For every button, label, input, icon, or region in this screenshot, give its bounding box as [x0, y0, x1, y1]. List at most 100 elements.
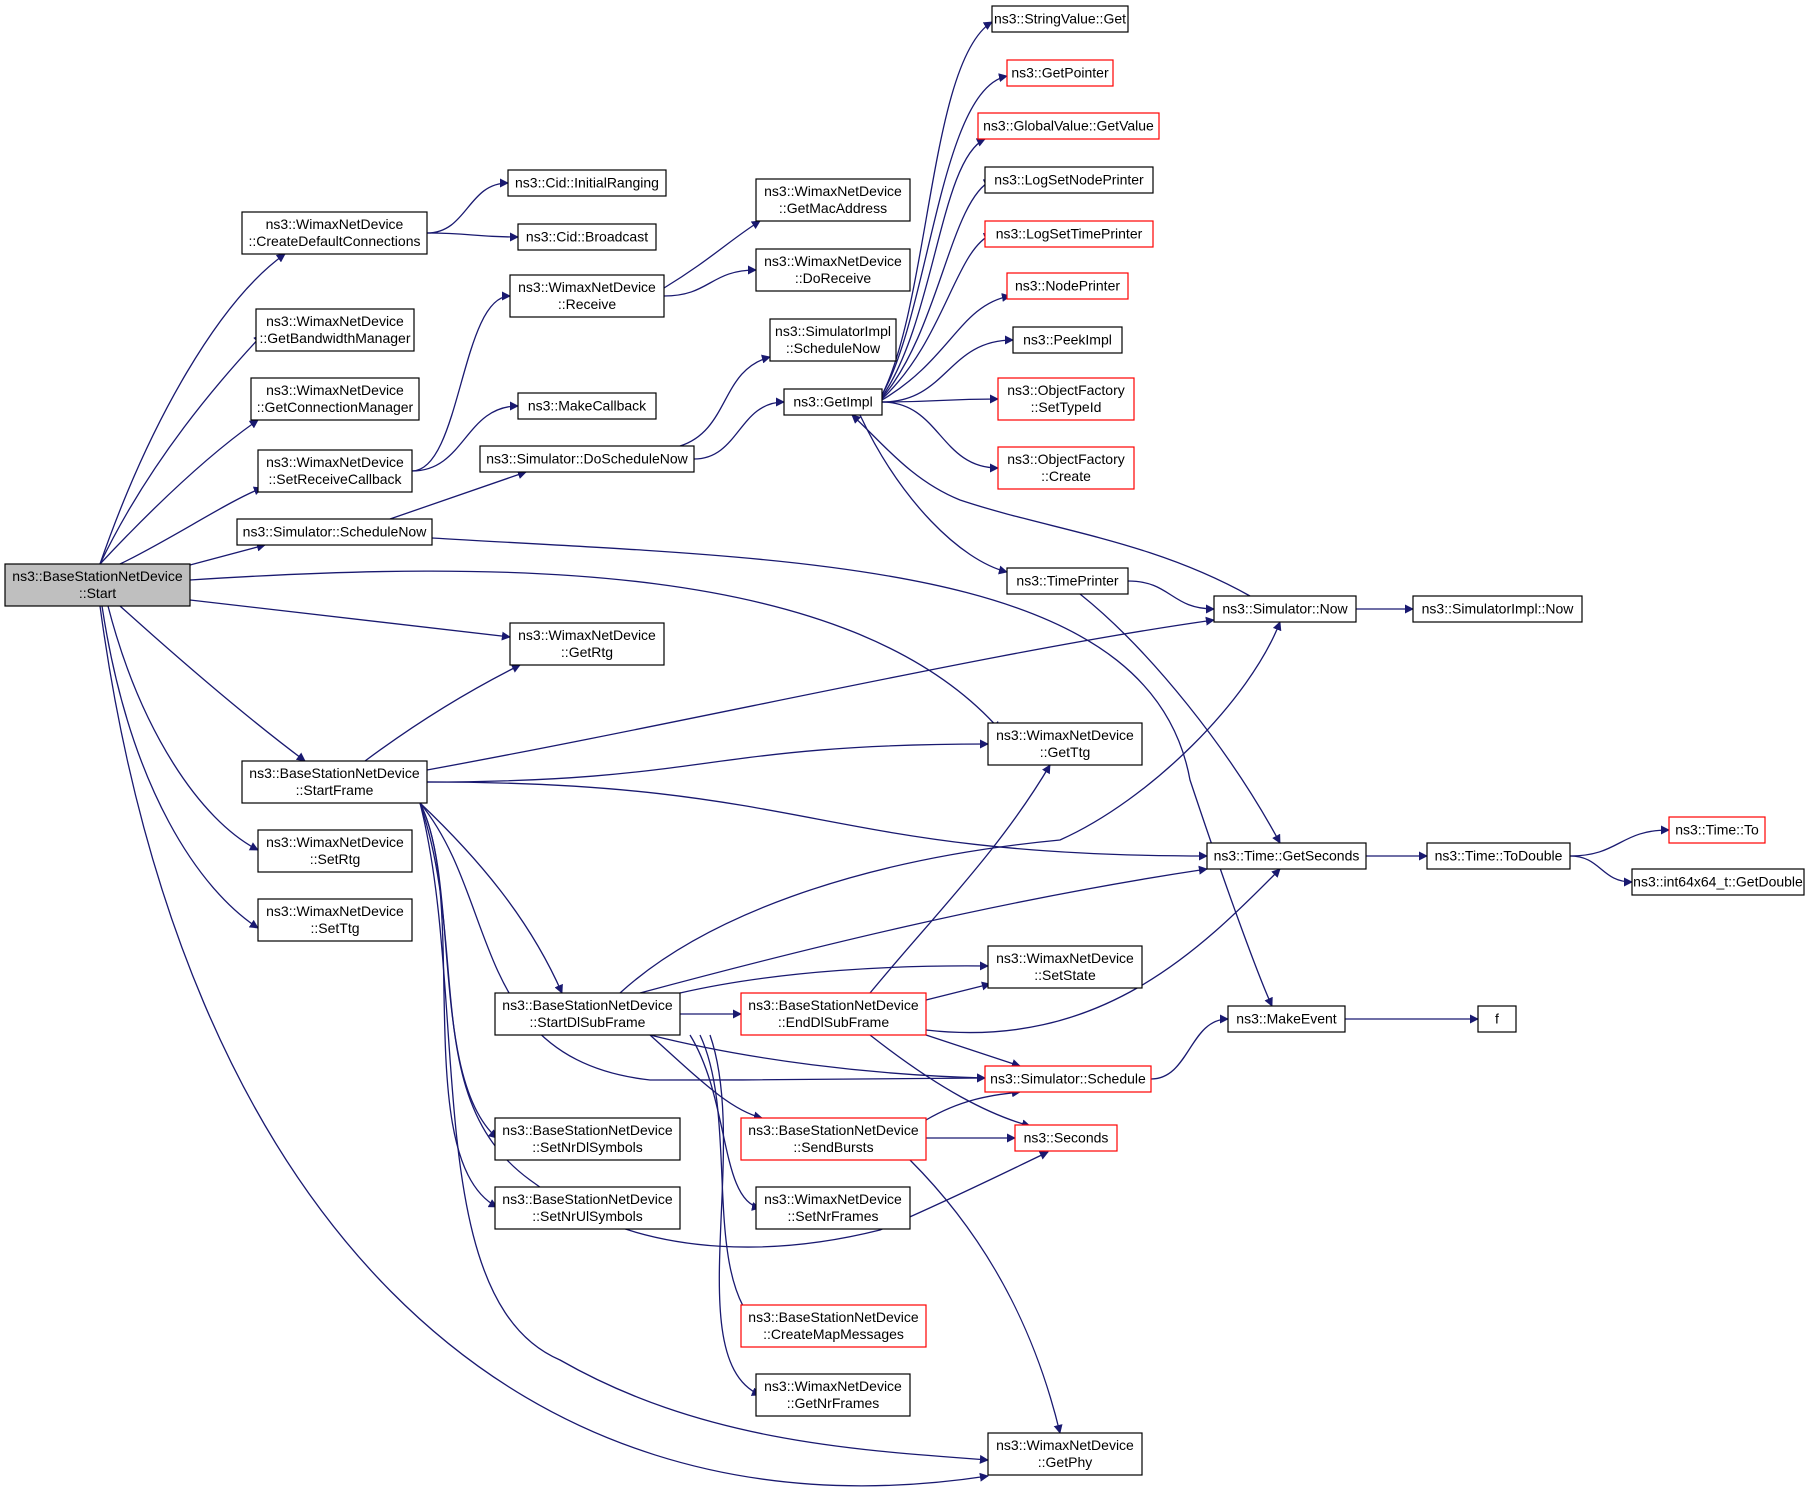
- node-label: ::SetState: [1034, 967, 1096, 983]
- node-label: ::GetMacAddress: [779, 200, 887, 216]
- node-label: ns3::WimaxNetDevice: [764, 1191, 902, 1207]
- node-getTtg[interactable]: ns3::WimaxNetDevice::GetTtg: [987, 722, 1143, 766]
- node-simNow[interactable]: ns3::Simulator::Now: [1213, 595, 1357, 623]
- node-globalValueGetValue[interactable]: ns3::GlobalValue::GetValue: [977, 112, 1160, 140]
- node-label: ns3::Seconds: [1024, 1130, 1109, 1146]
- node-simImplNow[interactable]: ns3::SimulatorImpl::Now: [1412, 595, 1583, 623]
- node-label: ns3::Simulator::Schedule: [990, 1071, 1146, 1087]
- edge-endDlSubFrame-to-setState: [925, 981, 991, 1001]
- node-label: ::GetBandwidthManager: [260, 330, 411, 346]
- node-label: ns3::WimaxNetDevice: [764, 253, 902, 269]
- node-makeEvent[interactable]: ns3::MakeEvent: [1227, 1005, 1346, 1033]
- node-label: ns3::int64x64_t::GetDouble: [1633, 874, 1803, 890]
- edge-start-to-setTtg: [101, 605, 259, 929]
- edge-start-to-getBandwidthManager: [99, 334, 263, 565]
- node-label: ns3::BaseStationNetDevice: [748, 997, 919, 1013]
- node-label: ns3::WimaxNetDevice: [266, 216, 404, 232]
- node-setTtg[interactable]: ns3::WimaxNetDevice::SetTtg: [257, 898, 413, 942]
- node-label: ns3::Simulator::DoScheduleNow: [486, 451, 688, 467]
- edge-endDlSubFrame-to-seconds: [869, 1034, 1031, 1129]
- node-getBandwidthManager[interactable]: ns3::WimaxNetDevice::GetBandwidthManager: [255, 308, 415, 352]
- node-setNrFrames[interactable]: ns3::WimaxNetDevice::SetNrFrames: [755, 1186, 911, 1230]
- node-simSchedule[interactable]: ns3::Simulator::Schedule: [984, 1065, 1152, 1093]
- node-getPhy[interactable]: ns3::WimaxNetDevice::GetPhy: [987, 1432, 1143, 1476]
- node-label: ::GetTtg: [1040, 744, 1091, 760]
- node-label: ns3::WimaxNetDevice: [266, 454, 404, 470]
- node-getImpl[interactable]: ns3::GetImpl: [783, 388, 883, 416]
- nodes-layer: ns3::BaseStationNetDevice::Startns3::Wim…: [4, 5, 1805, 1476]
- node-start[interactable]: ns3::BaseStationNetDevice::Start: [4, 563, 191, 607]
- node-logSetTimePrinter[interactable]: ns3::LogSetTimePrinter: [984, 220, 1154, 248]
- node-label: ns3::Simulator::Now: [1222, 601, 1348, 617]
- node-stringValueGet[interactable]: ns3::StringValue::Get: [991, 5, 1129, 33]
- edge-startFrame-to-getTtg: [426, 739, 989, 783]
- node-label: ns3::Time::ToDouble: [1435, 848, 1563, 864]
- node-setNrUlSymbols[interactable]: ns3::BaseStationNetDevice::SetNrUlSymbol…: [494, 1186, 681, 1230]
- edge-start-to-createDefaultConnections: [99, 253, 286, 565]
- edge-start-to-setRtg: [107, 605, 259, 851]
- node-simScheduleNow[interactable]: ns3::Simulator::ScheduleNow: [236, 518, 433, 546]
- node-box: [509, 274, 665, 318]
- node-logSetNodePrinter[interactable]: ns3::LogSetNodePrinter: [984, 166, 1154, 194]
- node-box: [755, 178, 911, 222]
- node-cidInitialRanging[interactable]: ns3::Cid::InitialRanging: [507, 169, 667, 197]
- node-timeGetSeconds[interactable]: ns3::Time::GetSeconds: [1206, 842, 1367, 870]
- node-label: ns3::ObjectFactory: [1007, 382, 1125, 398]
- node-sendBursts[interactable]: ns3::BaseStationNetDevice::SendBursts: [740, 1117, 927, 1161]
- node-objFactoryCreate[interactable]: ns3::ObjectFactory::Create: [997, 446, 1135, 490]
- edge-simSchedule-to-makeEvent: [1150, 1014, 1229, 1080]
- edge-createDefaultConnections-to-cidInitialRanging: [426, 178, 509, 234]
- node-int64GetDouble[interactable]: ns3::int64x64_t::GetDouble: [1631, 868, 1805, 896]
- node-label: ::CreateDefaultConnections: [249, 233, 421, 249]
- node-label: ::ScheduleNow: [786, 340, 881, 356]
- edge-timePrinter-to-simNow: [1127, 580, 1215, 614]
- node-getRtg[interactable]: ns3::WimaxNetDevice::GetRtg: [509, 622, 665, 666]
- node-label: ns3::PeekImpl: [1023, 332, 1112, 348]
- node-createMapMessages[interactable]: ns3::BaseStationNetDevice::CreateMapMess…: [740, 1304, 927, 1348]
- node-startFrame[interactable]: ns3::BaseStationNetDevice::StartFrame: [241, 760, 428, 804]
- node-box: [755, 248, 911, 292]
- node-createDefaultConnections[interactable]: ns3::WimaxNetDevice::CreateDefaultConnec…: [241, 211, 428, 255]
- node-label: ns3::TimePrinter: [1016, 573, 1119, 589]
- node-setRtg[interactable]: ns3::WimaxNetDevice::SetRtg: [257, 829, 413, 873]
- node-doReceive[interactable]: ns3::WimaxNetDevice::DoReceive: [755, 248, 911, 292]
- node-receive[interactable]: ns3::WimaxNetDevice::Receive: [509, 274, 665, 318]
- node-nodePrinter[interactable]: ns3::NodePrinter: [1006, 272, 1129, 300]
- node-box: [509, 622, 665, 666]
- node-doScheduleNow[interactable]: ns3::Simulator::DoScheduleNow: [479, 445, 695, 473]
- node-simImplScheduleNow[interactable]: ns3::SimulatorImpl::ScheduleNow: [769, 318, 897, 362]
- node-getMacAddress[interactable]: ns3::WimaxNetDevice::GetMacAddress: [755, 178, 911, 222]
- node-label: ns3::WimaxNetDevice: [518, 279, 656, 295]
- node-f[interactable]: f: [1477, 1005, 1517, 1033]
- node-box: [783, 388, 883, 416]
- edge-startDlSubFrame-to-getNrFrames: [709, 1034, 761, 1396]
- node-peekImpl[interactable]: ns3::PeekImpl: [1012, 326, 1123, 354]
- node-label: ::SetNrUlSymbols: [532, 1208, 642, 1224]
- node-timeToDouble[interactable]: ns3::Time::ToDouble: [1426, 842, 1571, 870]
- node-cidBroadcast[interactable]: ns3::Cid::Broadcast: [517, 223, 657, 251]
- node-getPointer[interactable]: ns3::GetPointer: [1006, 59, 1114, 87]
- node-label: ns3::BaseStationNetDevice: [12, 568, 183, 584]
- node-label: ::GetNrFrames: [787, 1395, 880, 1411]
- node-box: [1668, 816, 1766, 844]
- node-startDlSubFrame[interactable]: ns3::BaseStationNetDevice::StartDlSubFra…: [494, 992, 681, 1036]
- node-label: ::SetTypeId: [1031, 399, 1102, 415]
- node-setReceiveCallback[interactable]: ns3::WimaxNetDevice::SetReceiveCallback: [257, 449, 413, 493]
- node-setNrDlSymbols[interactable]: ns3::BaseStationNetDevice::SetNrDlSymbol…: [494, 1117, 681, 1161]
- node-box: [241, 760, 428, 804]
- node-getNrFrames[interactable]: ns3::WimaxNetDevice::GetNrFrames: [755, 1373, 911, 1417]
- node-label: ns3::SimulatorImpl: [775, 323, 891, 339]
- node-setState[interactable]: ns3::WimaxNetDevice::SetState: [987, 945, 1143, 989]
- node-box: [987, 722, 1143, 766]
- node-makeCallback[interactable]: ns3::MakeCallback: [517, 392, 657, 420]
- node-endDlSubFrame[interactable]: ns3::BaseStationNetDevice::EndDlSubFrame: [740, 992, 927, 1036]
- edge-doScheduleNow-to-simImplScheduleNow: [679, 354, 771, 447]
- node-box: [977, 112, 1160, 140]
- node-objFactorySetTypeId[interactable]: ns3::ObjectFactory::SetTypeId: [997, 377, 1135, 421]
- node-getConnectionManager[interactable]: ns3::WimaxNetDevice::GetConnectionManage…: [250, 377, 420, 421]
- node-seconds[interactable]: ns3::Seconds: [1014, 1124, 1118, 1152]
- node-timeTo[interactable]: ns3::Time::To: [1668, 816, 1766, 844]
- node-timePrinter[interactable]: ns3::TimePrinter: [1006, 567, 1129, 595]
- node-box: [250, 377, 420, 421]
